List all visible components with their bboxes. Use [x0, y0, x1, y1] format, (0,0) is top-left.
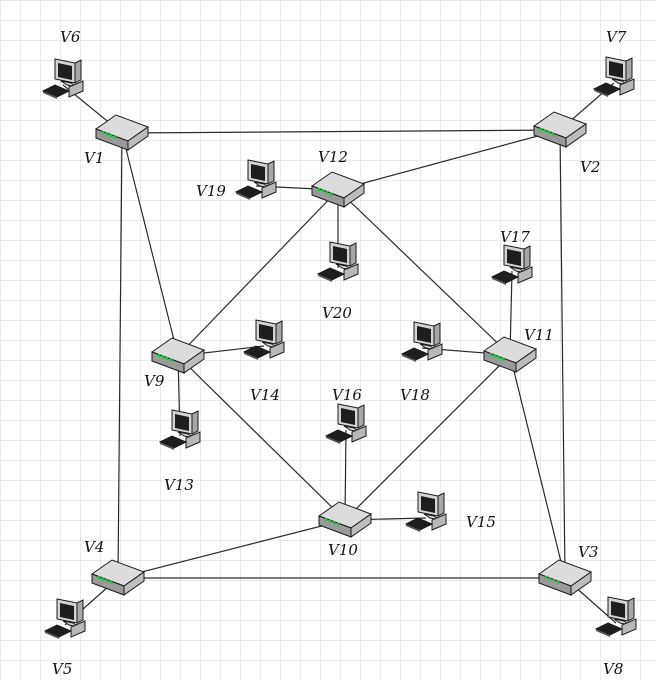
node-label-v10: V10 [328, 541, 358, 559]
computer-icon-v15 [404, 491, 447, 532]
node-label-v5: V5 [52, 660, 72, 678]
computer-icon-v18 [400, 321, 443, 362]
node-label-v6: V6 [60, 28, 81, 46]
node-label-v17: V17 [500, 228, 530, 246]
computer-icon-v13 [158, 409, 201, 450]
links [62, 82, 617, 626]
node-label-v12: V12 [318, 148, 348, 166]
node-label-v15: V15 [466, 513, 496, 531]
router-icon-v1 [94, 114, 150, 151]
router-icon-v2 [532, 111, 588, 148]
node-label-v1: V1 [84, 149, 104, 167]
link-v1-v9 [121, 132, 179, 357]
link-v10-v11 [344, 354, 511, 521]
computer-icon-v5 [43, 598, 86, 639]
node-label-v18: V18 [400, 386, 430, 404]
router-icon-v10 [317, 501, 373, 538]
link-v9-v10 [177, 355, 346, 521]
link-v2-v12 [337, 129, 561, 191]
router-icon-v12 [310, 171, 366, 208]
node-label-v7: V7 [606, 28, 627, 46]
link-v11-v12 [337, 189, 511, 356]
node-label-v20: V20 [322, 304, 352, 322]
node-label-v11: V11 [524, 326, 554, 344]
link-v2-v3 [559, 129, 566, 579]
computer-icon-v20 [316, 241, 359, 282]
computer-icon-v16 [324, 403, 367, 444]
node-label-v8: V8 [603, 660, 623, 678]
router-icon-v4 [90, 559, 146, 596]
router-icon-v3 [537, 559, 593, 596]
computer-icon-v14 [242, 319, 285, 360]
link-v4-v10 [117, 519, 346, 579]
computer-icon-v17 [490, 244, 533, 285]
router-icon-v11 [482, 336, 538, 373]
router-icon-v9 [150, 337, 206, 374]
node-label-v13: V13 [164, 476, 194, 494]
link-v1-v2 [121, 129, 561, 134]
node-label-v16: V16 [332, 386, 362, 404]
node-label-v4: V4 [84, 538, 104, 556]
computer-icon-v19 [234, 159, 277, 200]
node-label-v14: V14 [250, 386, 280, 404]
link-v1-v4 [117, 132, 123, 579]
node-label-v3: V3 [578, 543, 598, 561]
node-label-v2: V2 [580, 158, 600, 176]
computer-icon-v7 [592, 56, 635, 97]
link-v3-v11 [509, 354, 566, 579]
computer-icon-v6 [41, 58, 84, 99]
computer-icon-v8 [594, 596, 637, 637]
node-label-v9: V9 [144, 372, 165, 390]
link-v9-v12 [177, 189, 339, 357]
node-label-v19: V19 [196, 182, 226, 200]
devices [41, 56, 637, 639]
